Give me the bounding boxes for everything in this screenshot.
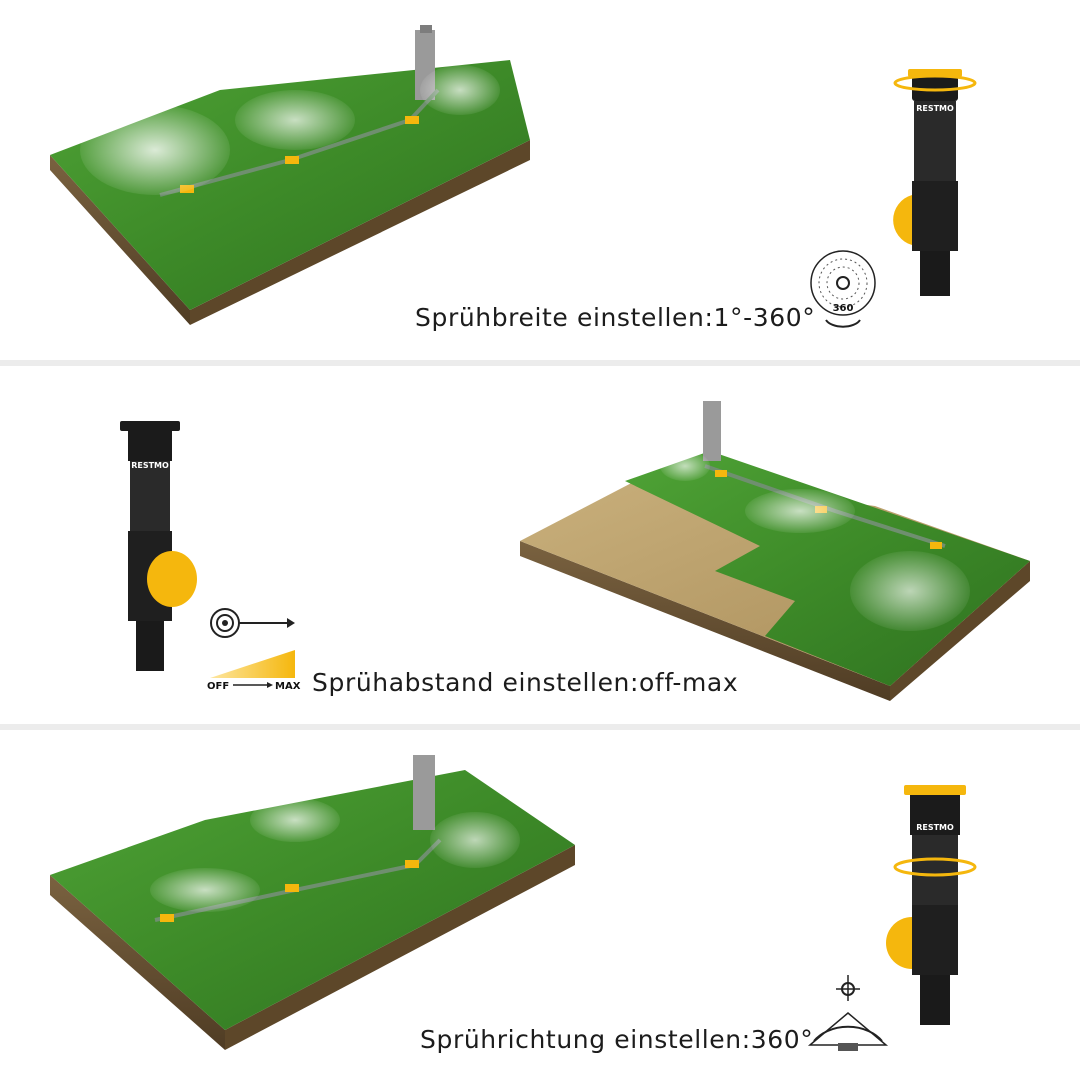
lawn-illustration-3 [50,755,575,1050]
section-divider [0,724,1080,730]
lawn-illustration-2 [520,401,1030,701]
spray-distance-icon [210,608,295,678]
lawn-illustration-1 [50,25,530,325]
panel-spray-distance: RESTMO OFF MAX Sprühabstand einstellen:o… [0,366,1080,724]
brand-label: RESTMO [916,823,954,832]
caption-spray-direction: Sprührichtung einstellen:360° [420,1025,814,1054]
brand-label: RESTMO [916,104,954,113]
nozzle-product-2: RESTMO [120,421,197,671]
panel-spray-direction: RESTMO Sprührichtung einstellen:360° [0,730,1080,1080]
brand-label: RESTMO [131,461,169,470]
spray-direction-icon [807,975,889,1051]
off-label: OFF [207,681,229,692]
caption-spray-distance: Sprühabstand einstellen:off-max [312,668,739,697]
section-divider [0,360,1080,366]
icon-360-label: 360 [833,303,854,314]
off-max-scale: OFF MAX [207,678,302,692]
panel-spray-width: RESTMO 360 Sprühbreite einstellen:1°-360… [0,0,1080,360]
spray-width-360-icon: 360 [810,250,876,328]
nozzle-product-3: RESTMO [886,785,977,1025]
max-label: MAX [275,681,301,692]
caption-spray-width: Sprühbreite einstellen:1°-360° [415,303,816,332]
nozzle-product-1: RESTMO [893,69,977,296]
